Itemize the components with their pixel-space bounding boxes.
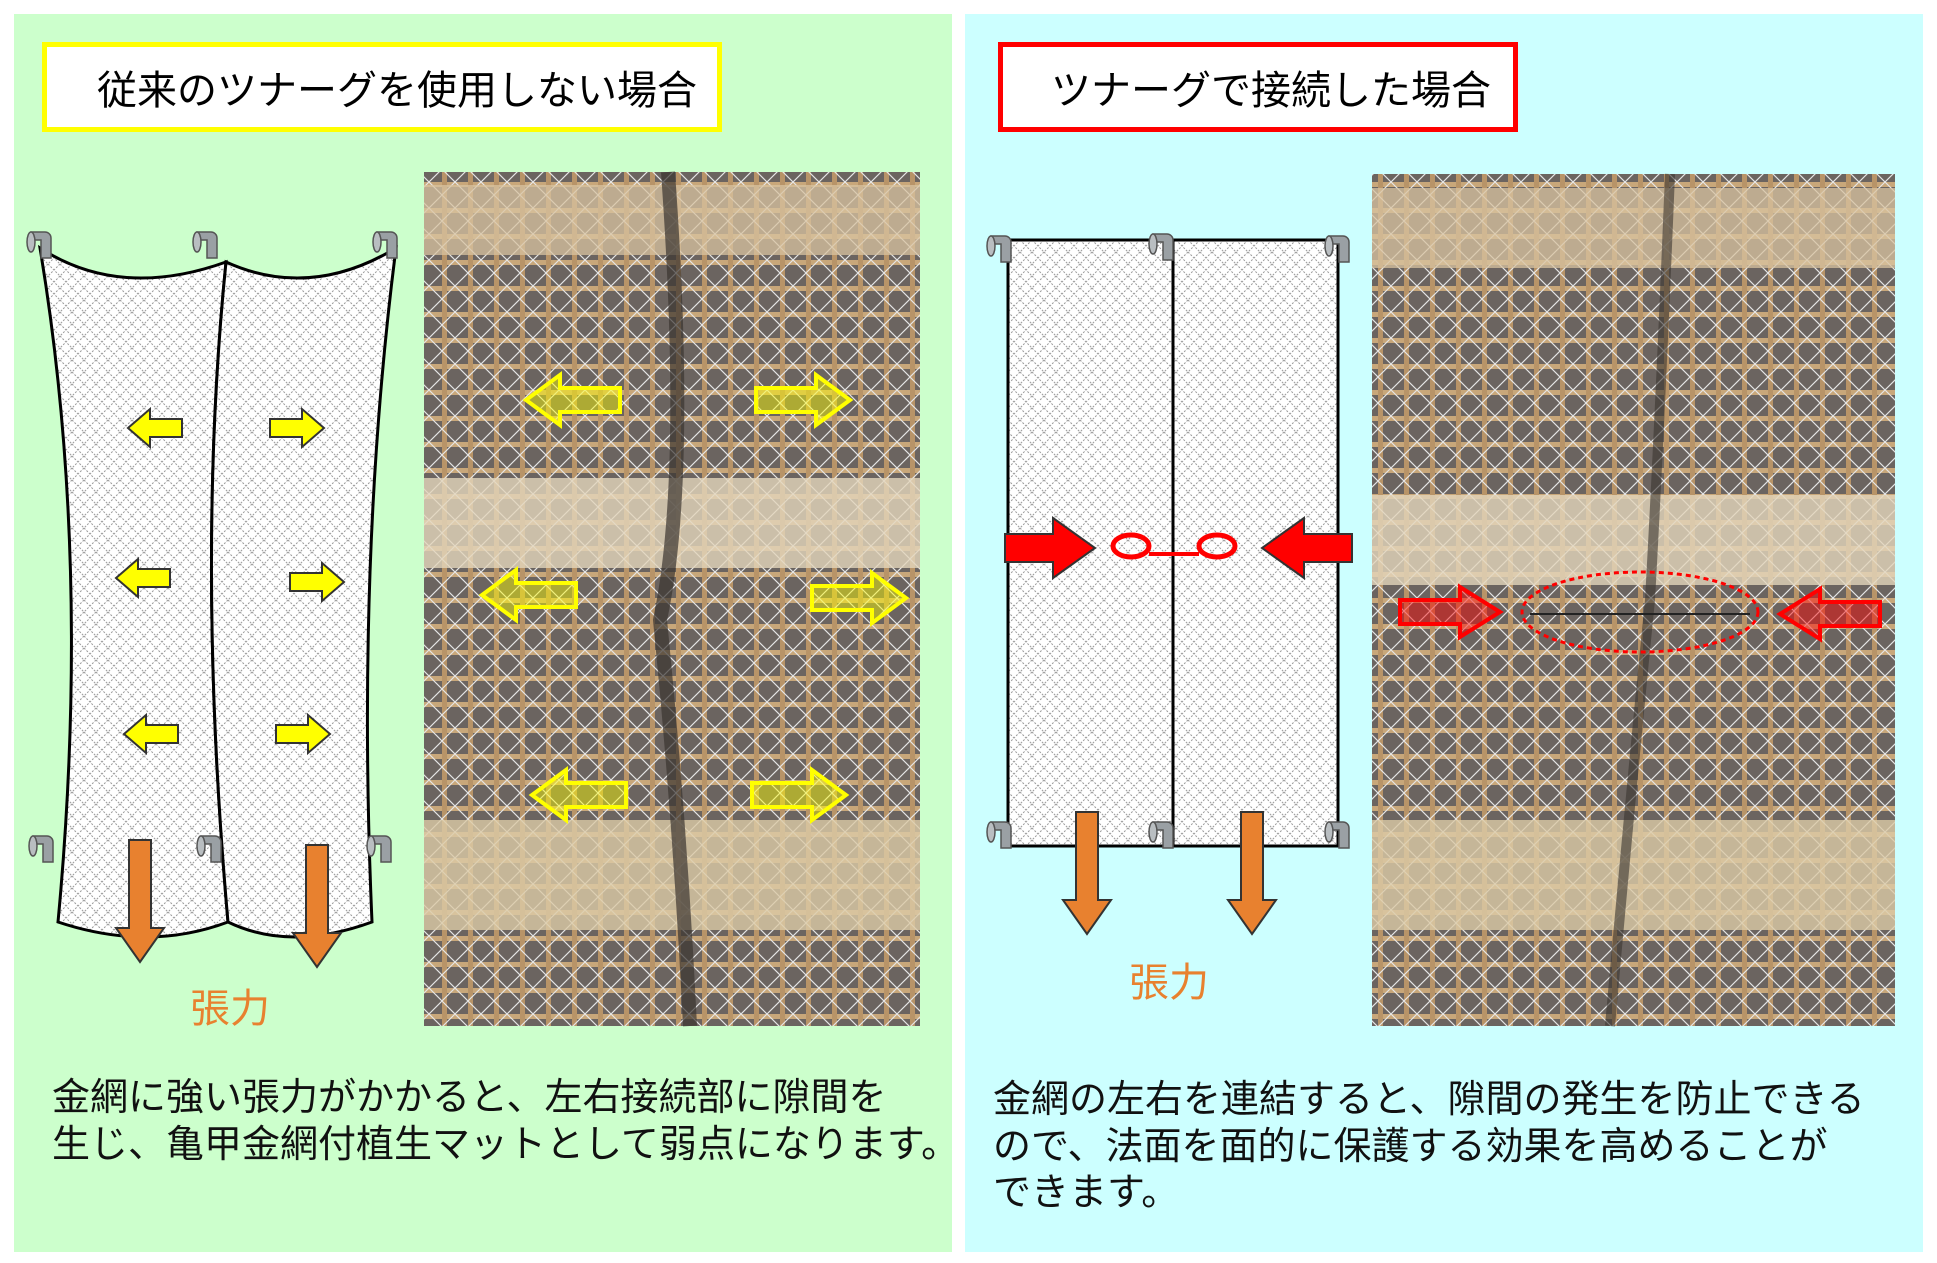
left-caption-line-2: 生じ、亀甲金網付植生マットとして弱点になります。 <box>52 1121 960 1166</box>
connection-highlight <box>1520 570 1760 654</box>
left-title-box: 従来のツナーグを使用しない場合 <box>42 42 722 132</box>
left-overlay: 従来のツナーグを使用しない場合 金網に強い張力がかかると、左右接続部に隙間を 生… <box>14 14 959 1252</box>
right-caption-line-1: 金網の左右を連結すると、隙間の発生を防止できる <box>993 1077 1865 1121</box>
left-caption-line-1: 金網に強い張力がかかると、左右接続部に隙間を <box>52 1075 887 1119</box>
left-diagram: 張力 <box>26 171 920 1032</box>
left-title: 従来のツナーグを使用しない場合 <box>97 68 697 114</box>
right-tension-label: 張力 <box>1129 960 1209 1006</box>
right-caption-line-2: ので、法面を面的に保護する効果を高めることが <box>993 1123 1828 1168</box>
right-title: ツナーグで接続した場合 <box>1051 68 1491 114</box>
right-overlay: ツナーグで接続した場合 金網の左右を連結すると、隙間の発生を防止できる ので、法… <box>965 14 1923 1252</box>
right-caption-line-3: できます。 <box>993 1170 1180 1215</box>
tsunagu-connector-icon <box>1110 532 1238 560</box>
left-caption: 金網に強い張力がかかると、左右接続部に隙間を 生じ、亀甲金網付植生マットとして弱… <box>52 1074 959 1167</box>
right-title-box: ツナーグで接続した場合 <box>998 42 1518 132</box>
right-caption: 金網の左右を連結すると、隙間の発生を防止できる ので、法面を面的に保護する効果を… <box>993 1076 1865 1216</box>
left-photo <box>424 171 920 1027</box>
right-diagram: 張力 <box>986 173 1895 1027</box>
left-tension-label: 張力 <box>190 986 270 1032</box>
right-photo <box>1372 173 1895 1027</box>
